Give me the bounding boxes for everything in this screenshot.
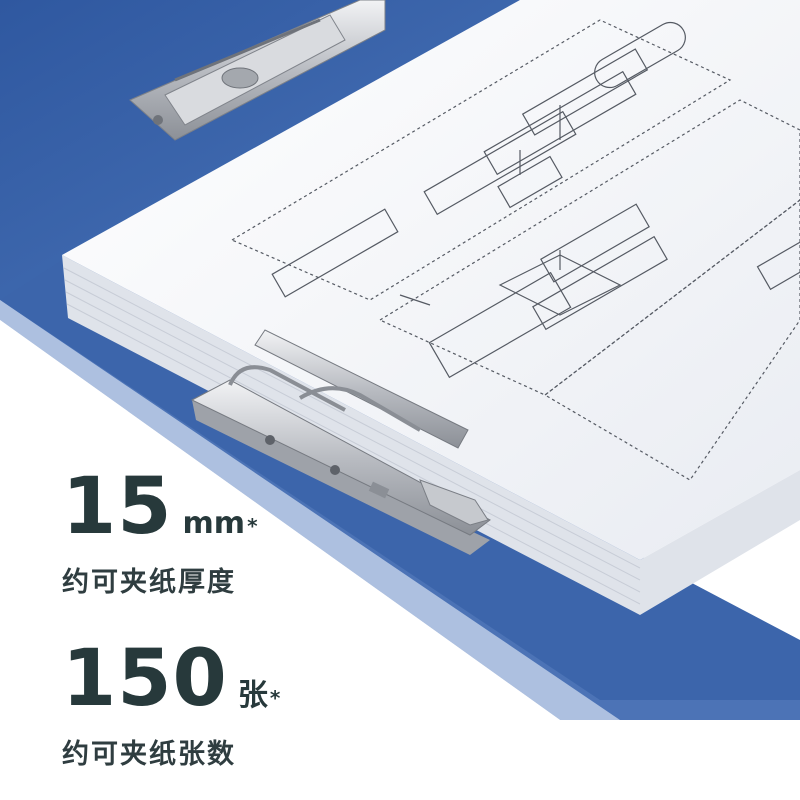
thickness-unit: mm: [182, 506, 246, 541]
sheets-value: 150: [62, 634, 228, 724]
top-clip: [129, 0, 386, 141]
paper-top: [62, 0, 800, 560]
sheets-asterisk: *: [269, 686, 281, 710]
thickness-value: 15: [62, 462, 173, 552]
thickness-spec: 15 mm * 约可夹纸厚度: [62, 468, 258, 599]
background: [0, 320, 800, 800]
thickness-label: 约可夹纸厚度: [62, 567, 236, 598]
thickness-asterisk: *: [247, 514, 258, 538]
flowchart-drawing: [230, 19, 800, 481]
sheets-spec: 150 张 * 约可夹纸张数: [62, 640, 280, 771]
front-clip: [190, 329, 491, 555]
sheets-unit: 张: [237, 678, 268, 713]
sheets-label: 约可夹纸张数: [62, 739, 236, 770]
